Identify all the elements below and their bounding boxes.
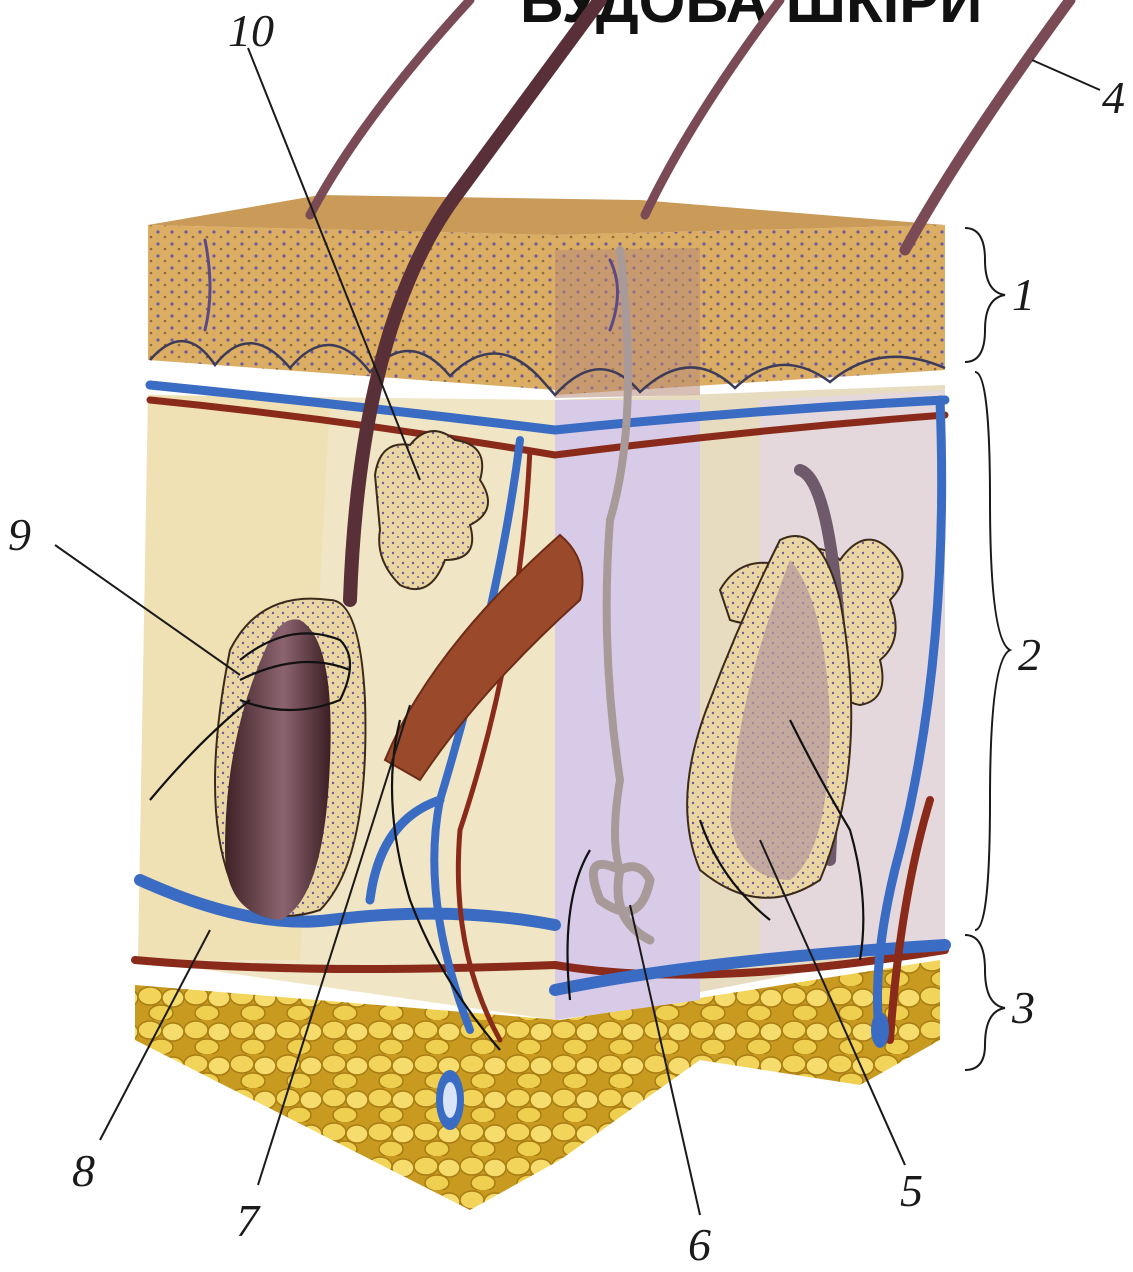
label-6: 6	[688, 1222, 711, 1268]
label-1: 1	[1012, 272, 1035, 318]
label-2: 2	[1018, 632, 1041, 678]
epidermis	[148, 195, 945, 398]
label-10: 10	[228, 8, 274, 54]
label-4: 4	[1102, 75, 1125, 121]
label-5: 5	[900, 1168, 923, 1214]
label-7: 7	[236, 1198, 259, 1244]
label-9: 9	[8, 512, 31, 558]
label-3: 3	[1012, 985, 1035, 1031]
label-8: 8	[72, 1148, 95, 1194]
